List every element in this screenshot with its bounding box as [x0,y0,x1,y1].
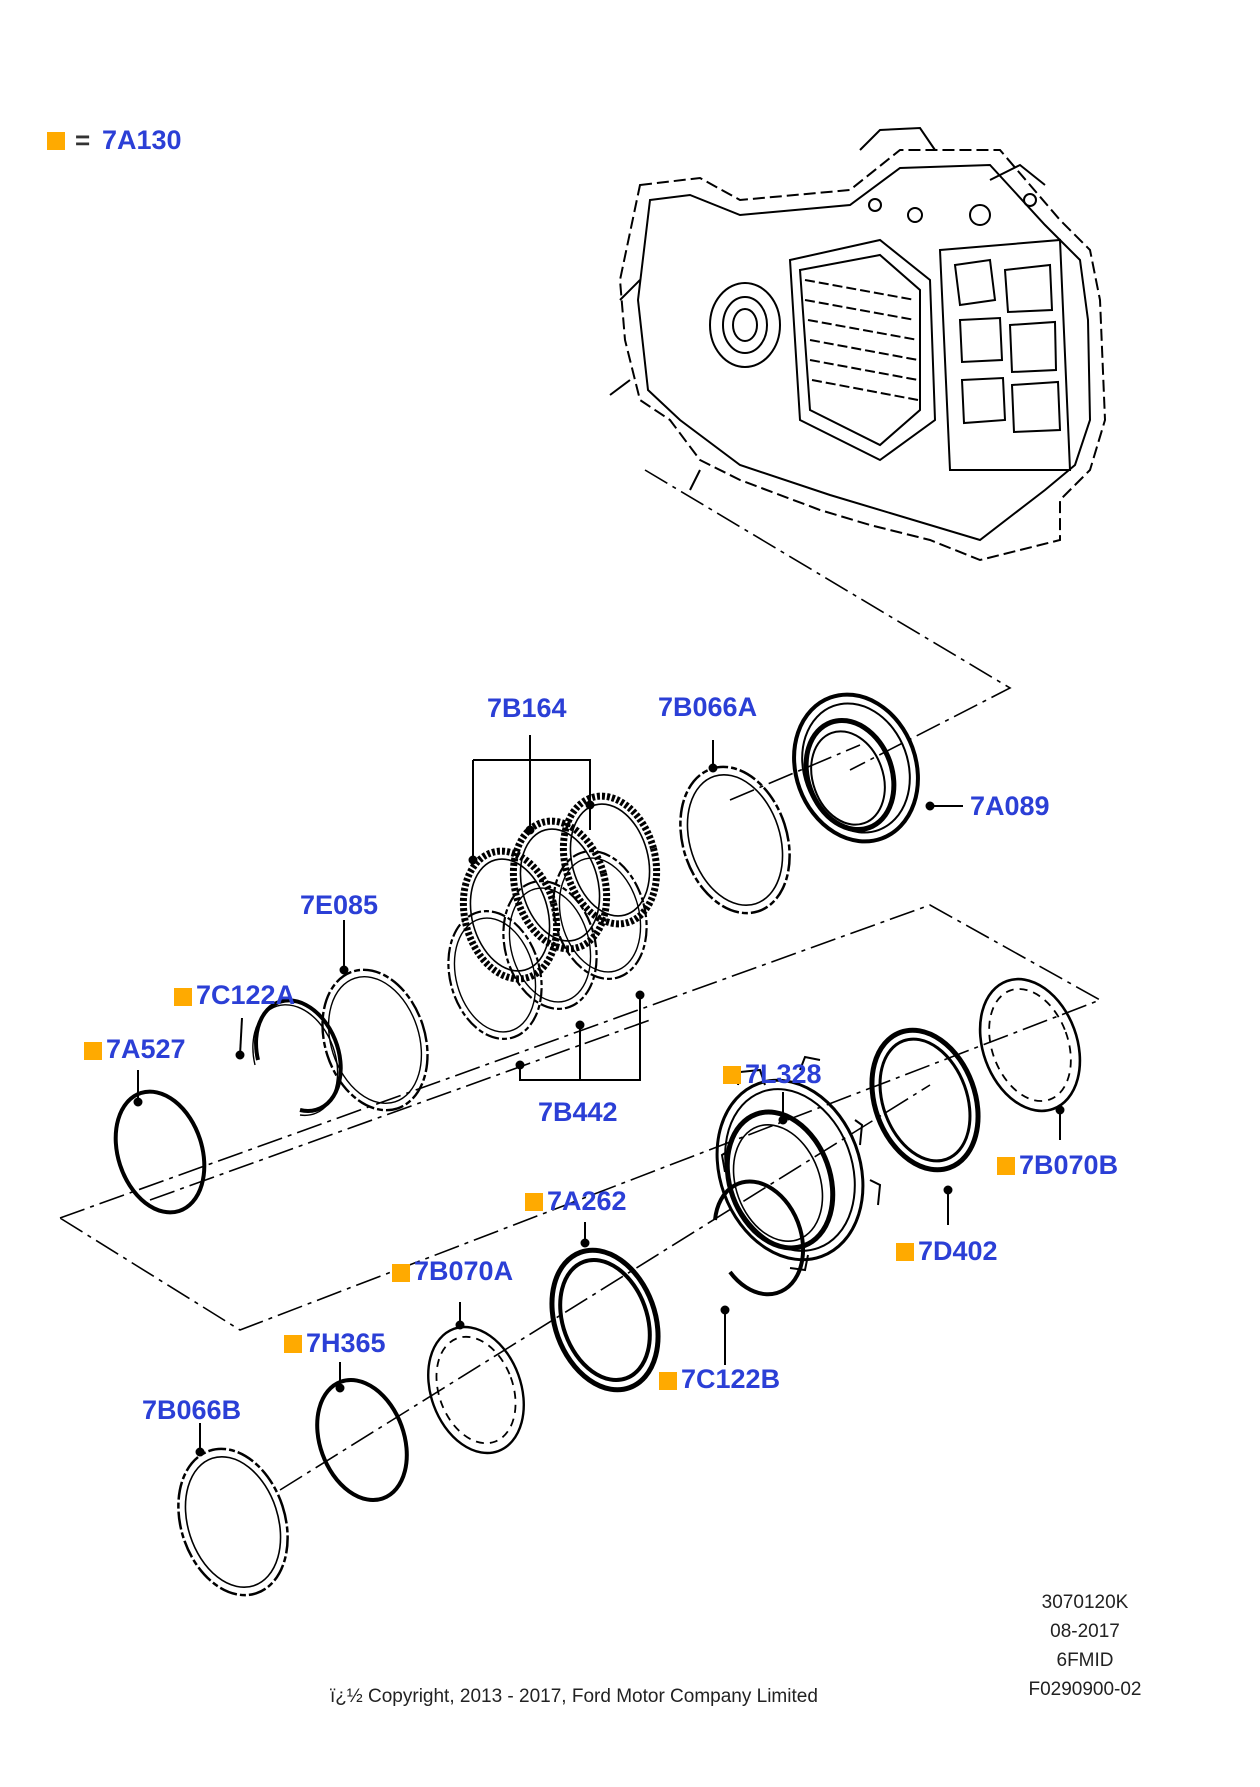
drawing-metadata: 3070120K 08-2017 6FMID F0290900-02 [1000,1588,1170,1704]
part-7H365-drawing [315,1377,409,1503]
clutch-pack-drawing [447,792,661,1040]
transmission-housing [609,126,1107,562]
label-7C122B: 7C122B [681,1364,781,1394]
label-7A527: 7A527 [106,1034,186,1064]
marker-7L328 [723,1066,741,1084]
label-7B070A: 7B070A [414,1256,514,1286]
part-7B070B-drawing [978,977,1082,1113]
marker-7B070B [997,1157,1015,1175]
meta-code: 3070120K [1041,1592,1129,1613]
label-7E085: 7E085 [300,890,379,920]
part-7E085-drawing [321,968,429,1112]
part-7A089-drawing [792,692,920,844]
label-7D402: 7D402 [918,1236,998,1266]
part-7A262-drawing [549,1247,661,1393]
label-7B442: 7B442 [538,1097,618,1127]
meta-model: 6FMID [1056,1650,1114,1671]
leader-lines [133,740,1065,1457]
meta-date: 08-2017 [1050,1621,1120,1642]
label-7C122A: 7C122A [196,980,296,1010]
marker-7C122B [659,1372,677,1390]
part-7C122B-drawing [713,1179,806,1297]
marker-7B070A [392,1264,410,1282]
marker-7H365 [284,1335,302,1353]
part-7B066A-drawing [679,765,791,915]
leader-7B164 [468,735,595,865]
part-7D402-drawing [869,1027,981,1173]
marker-7A262 [525,1193,543,1211]
marker-7D402 [896,1243,914,1261]
marker-7C122A [174,988,192,1006]
label-7A262: 7A262 [547,1186,627,1216]
legend-equals: = [75,125,91,155]
label-7B066B: 7B066B [142,1395,242,1425]
copyright-text: ï¿½ Copyright, 2013 - 2017, Ford Motor C… [330,1686,818,1707]
label-7L328: 7L328 [745,1059,822,1089]
part-7A527-drawing [113,1089,207,1215]
part-7C122A-drawing [252,998,343,1117]
marker-7A527 [84,1042,102,1060]
label-7A089: 7A089 [970,791,1050,821]
part-7B070A-drawing [427,1325,525,1455]
label-7B164: 7B164 [487,693,567,723]
part-7B066B-drawing [177,1447,289,1597]
label-7H365: 7H365 [306,1328,386,1358]
meta-ref: F0290900-02 [1028,1679,1142,1700]
leader-7B442 [515,990,645,1081]
legend-marker [47,132,65,150]
part-7L328-drawing [715,1055,882,1272]
label-7B070B: 7B070B [1019,1150,1119,1180]
legend-code: 7A130 [102,125,182,155]
label-7B066A: 7B066A [658,692,758,722]
